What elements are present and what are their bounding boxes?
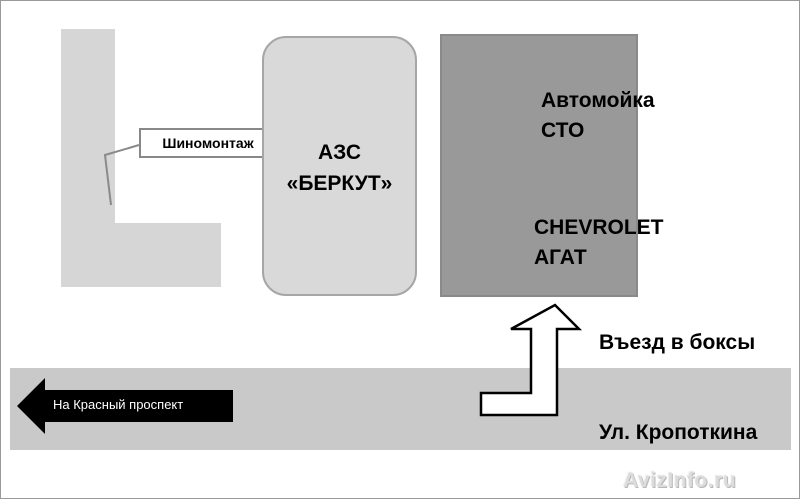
tire-service-label: Шиномонтаж (139, 128, 277, 158)
tire-service-building-horizontal (61, 223, 221, 287)
street-label: Ул. Кропоткина (599, 421, 758, 444)
left-arrow-icon (17, 378, 233, 434)
dealer-label-line1: CHEVROLET (534, 216, 664, 239)
gas-station-label-line2: «БЕРКУТ» (286, 172, 393, 195)
tire-service-leader-line (103, 144, 140, 206)
car-service-building (440, 34, 638, 297)
dealer-label-line2: АГАТ (534, 246, 587, 269)
gas-station-building (262, 36, 417, 296)
watermark: AvizInfo.ru (623, 469, 737, 492)
carwash-label-line2: СТО (541, 119, 585, 142)
entry-label: Въезд в боксы (599, 331, 756, 354)
gas-station-label-line1: АЗС (318, 141, 361, 164)
bent-up-arrow-icon (479, 303, 583, 417)
direction-label: На Красный проспект (53, 397, 184, 412)
carwash-label-line1: Автомойка (541, 89, 655, 112)
